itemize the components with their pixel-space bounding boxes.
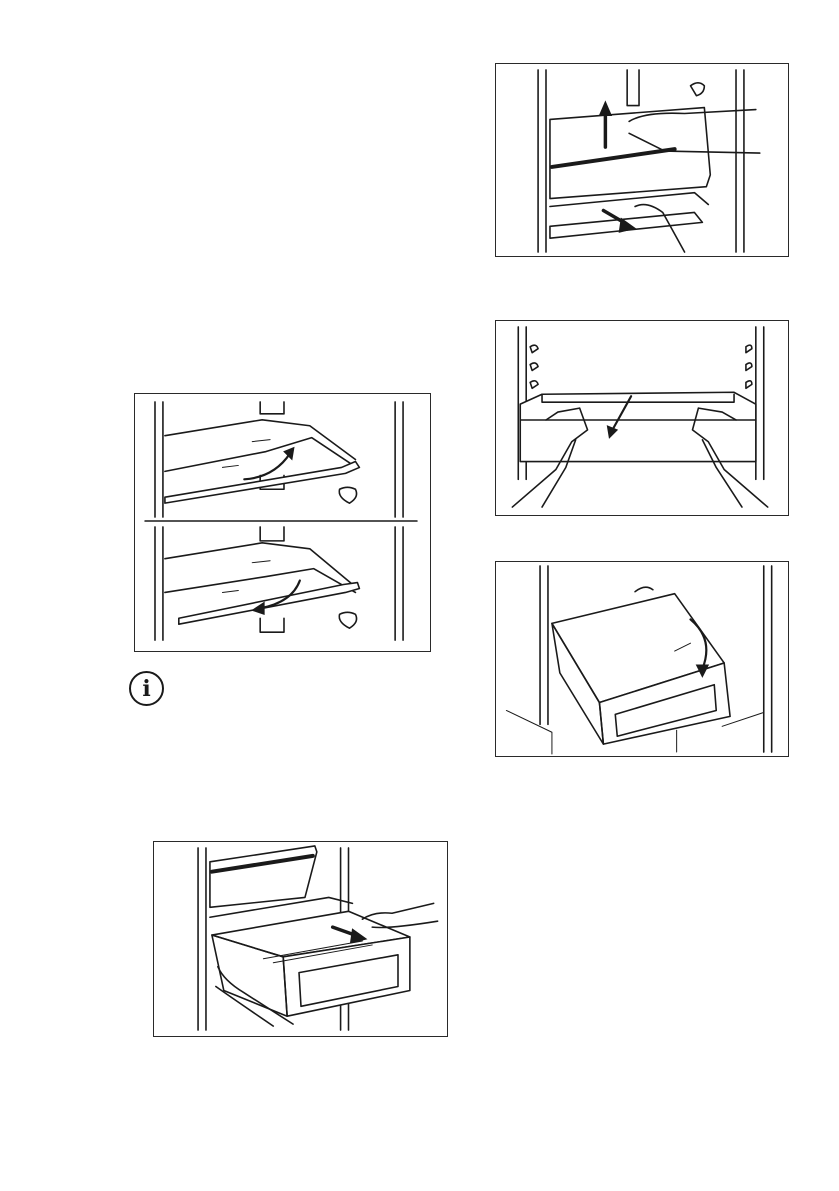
- flap-lift-illustration-icon: [496, 64, 788, 256]
- info-glyph: i: [142, 676, 150, 702]
- drawer-lift-figure: [495, 320, 789, 516]
- freezer-drawer-pull-illustration-icon: [154, 842, 447, 1036]
- freezer-drawer-pull-figure: [153, 841, 448, 1037]
- info-icon: i: [129, 671, 164, 706]
- drawer-lift-illustration-icon: [496, 321, 788, 515]
- drawer-tilt-figure: [495, 561, 789, 757]
- shelf-tilt-figure: [134, 393, 431, 652]
- drawer-tilt-illustration-icon: [496, 562, 788, 756]
- shelf-tilt-illustration-icon: [135, 394, 430, 651]
- flap-lift-figure: [495, 63, 789, 257]
